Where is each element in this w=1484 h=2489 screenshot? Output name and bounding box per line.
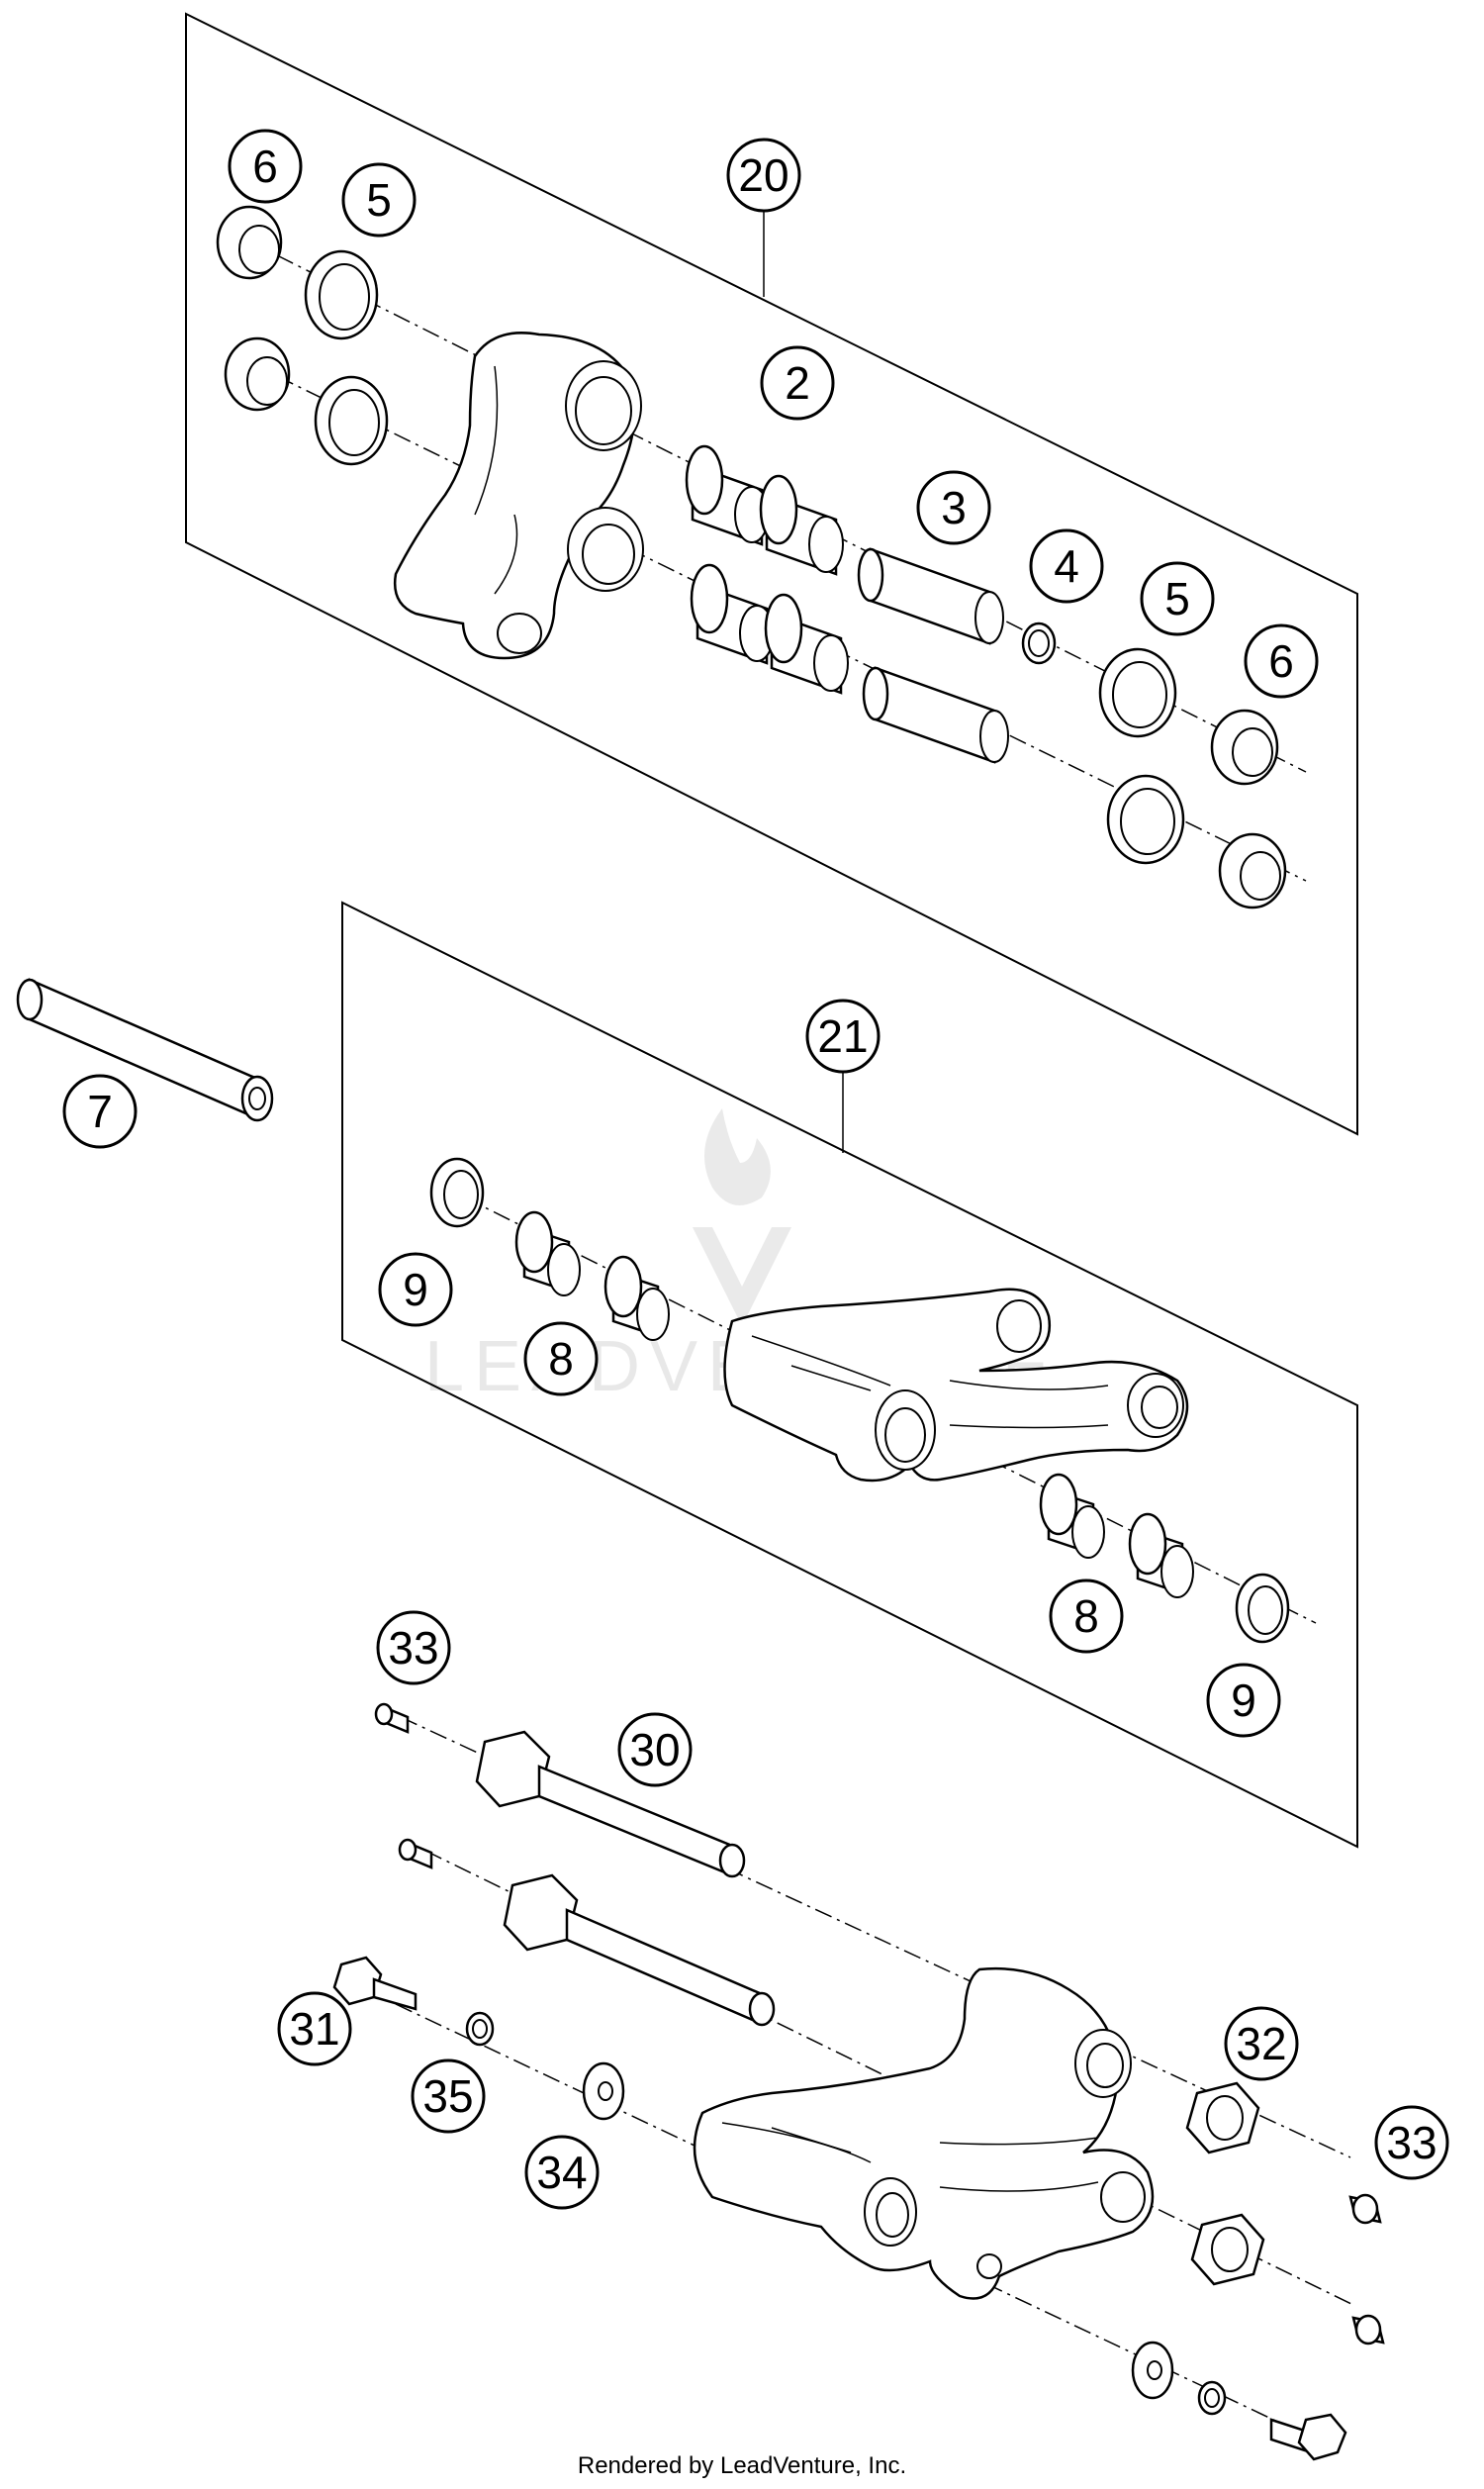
svg-text:30: 30 [629,1724,680,1775]
callout-21: 21 [805,999,881,1074]
bushing-2-lower-b [764,593,849,695]
svg-text:5: 5 [366,174,392,226]
washer-34-right [1131,2341,1174,2400]
sleeve-3-upper [857,547,1004,645]
callout-34: 34 [524,2135,600,2210]
callout-5: 5 [1140,561,1215,636]
bolt-31-right [1269,2413,1347,2461]
callout-31: 31 [277,1991,352,2066]
plug-33-upper [374,1702,410,1734]
callout-32: 32 [1224,2006,1299,2081]
nut-32-lower [1190,2213,1265,2286]
pro-lever-linkage [393,332,644,660]
washer-35 [465,2011,495,2047]
callout-35: 35 [411,2058,486,2134]
seal-6-upper-left [216,205,283,280]
svg-text:6: 6 [1268,635,1294,687]
svg-text:6: 6 [252,141,278,192]
bushing-2-upper-a [685,444,770,546]
assembly-21 [429,1157,1317,1644]
svg-text:9: 9 [403,1264,428,1315]
svg-text:2: 2 [785,357,810,409]
assembly-20 [216,205,1307,909]
plug-33-right-lower [1351,2314,1385,2345]
callout-8: 8 [523,1321,599,1396]
assembled-linkage-hardware [332,1702,1385,2461]
callout-9: 9 [1206,1663,1281,1738]
seal-9-right [1235,1573,1290,1644]
callout-7: 7 [62,1074,138,1149]
seal-6-upper-right [1210,709,1279,786]
callout-5: 5 [341,162,417,238]
callout-6: 6 [228,129,303,204]
svg-text:9: 9 [1231,1675,1256,1726]
svg-text:4: 4 [1054,540,1079,592]
assembly-box-21 [341,901,1358,1849]
pivot-pin-7 [16,978,274,1122]
seal-6-lower-left [224,336,291,412]
washer-35-right [1197,2380,1227,2416]
bolt-31 [332,1956,417,2011]
svg-text:7: 7 [87,1086,113,1137]
pro-lever-link-arm [723,1288,1189,1483]
svg-text:31: 31 [289,2003,339,2055]
svg-text:33: 33 [1386,2117,1437,2168]
bushing-2-lower-a [690,563,775,665]
bolt-30-lower [503,1873,776,2027]
callout-20: 20 [726,138,801,213]
svg-text:32: 32 [1236,2018,1286,2069]
callout-8: 8 [1049,1579,1124,1654]
svg-text:8: 8 [548,1333,574,1385]
bolt-30-upper [475,1730,746,1878]
washer-4 [1021,622,1057,665]
callout-33: 33 [1374,2105,1449,2180]
footer-credit: Rendered by LeadVenture, Inc. [577,2452,907,2479]
seal-9-left [429,1157,485,1228]
bushing-2-upper-b [759,474,844,576]
sleeve-3-lower [862,666,1009,764]
bearing-8-left-a [514,1210,581,1296]
plug-33-right-upper [1348,2193,1382,2225]
svg-text:5: 5 [1164,573,1190,624]
bearing-5-lower-right [1106,774,1185,865]
svg-text:35: 35 [422,2070,473,2122]
bearing-8-right-b [1128,1512,1194,1598]
bearing-5-upper-left [304,249,379,340]
callout-6: 6 [1244,623,1319,699]
svg-text:34: 34 [536,2147,587,2198]
callout-2: 2 [760,345,835,421]
svg-text:8: 8 [1073,1590,1099,1642]
washer-34 [582,2061,625,2121]
svg-text:20: 20 [738,149,788,201]
assembly-box-20 [185,12,1358,1136]
seal-6-lower-right [1218,832,1287,909]
svg-text:3: 3 [941,482,967,533]
svg-text:21: 21 [817,1010,868,1062]
callout-30: 30 [617,1712,693,1787]
callout-9: 9 [378,1252,453,1327]
bearing-5-upper-right [1098,647,1177,738]
bearing-8-right-a [1039,1473,1105,1559]
callout-4: 4 [1029,528,1104,604]
nut-32-upper [1185,2081,1260,2154]
callout-3: 3 [916,470,991,545]
assembled-linkage [693,1966,1155,2300]
svg-text:33: 33 [388,1622,438,1674]
bearing-5-lower-left [314,375,389,466]
plug-33-middle [398,1838,433,1869]
bearing-8-left-b [603,1255,670,1341]
callout-33: 33 [376,1610,451,1685]
